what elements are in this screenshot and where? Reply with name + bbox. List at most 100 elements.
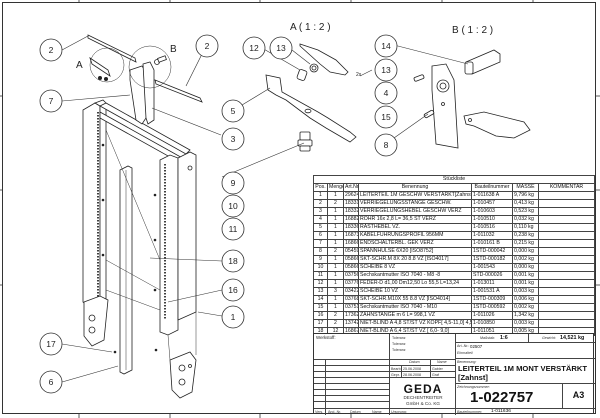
svg-text:8: 8 (384, 140, 389, 150)
svg-text:18: 18 (228, 256, 238, 266)
cell-art: 16873 (343, 231, 359, 240)
cell-qty: 1 (327, 279, 344, 288)
balloon-11[interactable]: 11 (221, 217, 245, 241)
cell-comment (537, 207, 596, 216)
cell-mass: 0,000 kg (512, 263, 539, 272)
balloon-2-left[interactable]: 2 (39, 38, 63, 62)
cell-art: 13742 (343, 319, 359, 328)
cell-qty: 1 (327, 223, 344, 232)
cell-part: STD-000026 (471, 271, 513, 280)
cell-pos: 4 (313, 215, 328, 224)
gepr-name: Graf (432, 372, 439, 377)
cell-pos: 16 (313, 311, 328, 320)
cell-part: 1-010457 (471, 199, 513, 208)
balloon-4[interactable]: 4 (374, 81, 398, 105)
material-revision-area: Werkstoff: Vers. Änd.-Nr. Datum Name (314, 334, 390, 415)
balloon-9[interactable]: 9 (221, 171, 245, 195)
balloon-7[interactable]: 7 (39, 89, 63, 113)
cell-mass: 0,032 kg (512, 215, 539, 224)
cell-art: 03776 (343, 279, 359, 288)
cell-qty: 1 (327, 255, 344, 264)
cell-part: 1STD-000182 (471, 255, 513, 264)
svg-text:12: 12 (249, 43, 259, 53)
cell-art: 05459 (343, 247, 359, 256)
balloon-6[interactable]: 6 (39, 370, 63, 394)
cell-mass: 0,413 kg (512, 199, 539, 208)
balloon-1[interactable]: 1 (221, 305, 245, 329)
toleranz-label-3: Toleranz (392, 348, 406, 352)
balloon-3[interactable]: 3 (221, 127, 245, 151)
balloon-8[interactable]: 8 (374, 133, 398, 157)
balloon-12[interactable]: 12 (242, 36, 266, 60)
detail-view-b: B ( 1 : 2 ) (413, 25, 531, 149)
cell-pos: 13 (313, 287, 328, 296)
cell-name: SCHEIBE 8 VZ (358, 263, 472, 272)
cell-mass: 0,110 kg (512, 223, 539, 232)
parts-list-header-row: Pos. Menge Art.Nr. Benennung Bauteilnumm… (313, 183, 596, 192)
cell-mass: 0,001 kg (512, 279, 539, 288)
cell-comment (537, 255, 596, 264)
balloon-17[interactable]: 17 (39, 332, 63, 356)
cell-part: 1-001543 (471, 263, 513, 272)
cell-qty: 1 (327, 303, 344, 312)
svg-text:5: 5 (231, 106, 236, 116)
cell-pos: 5 (313, 223, 328, 232)
cell-comment (537, 191, 596, 200)
cell-pos: 6 (313, 231, 328, 240)
balloon-18[interactable]: 18 (221, 249, 245, 273)
balloon-13-a[interactable]: 13 (269, 36, 293, 60)
balloon-14[interactable]: 14 (374, 34, 398, 58)
cell-name: VERRIEGELUNGSSTANGE GESCHW. (358, 199, 472, 208)
parts-list-title: Stückliste (312, 175, 596, 184)
detail-view-a: A ( 1 : 2 ) 2x (265, 22, 362, 152)
balloon-13-b[interactable]: 13 (374, 58, 398, 82)
cell-name: SPANNHÜLSE 6X20 [ISO8752] (358, 247, 472, 256)
bauteilnummer-value: 1-011636 (491, 408, 511, 414)
balloon-16[interactable]: 16 (221, 278, 245, 302)
cell-name: ROHR 16x 2,8 L= 36,5 ST VERZ (358, 215, 472, 224)
cell-pos: 11 (313, 271, 328, 280)
bauteilnummer-label: Bauteilnummer: (457, 409, 483, 414)
cell-mass: 0,002 kg (512, 255, 539, 264)
balloon-2-right[interactable]: 2 (195, 34, 219, 58)
svg-text:2: 2 (205, 41, 210, 51)
cell-mass: 0,002 kg (512, 303, 539, 312)
balloon-5[interactable]: 5 (221, 99, 245, 123)
cell-art: 16882 (343, 215, 359, 224)
balloon-10[interactable]: 10 (221, 194, 245, 218)
cell-art: 03751 (343, 303, 359, 312)
cell-mass: 0,003 kg (512, 319, 539, 328)
svg-text:14: 14 (381, 41, 391, 51)
detail-b-title: B ( 1 : 2 ) (452, 25, 493, 36)
cell-part: 1-011032 (471, 231, 513, 240)
cell-part: 1-001531 A (471, 287, 513, 296)
title-block: Werkstoff: Vers. Änd.-Nr. Datum Name Tol… (313, 333, 595, 415)
cell-qty: 3 (327, 287, 344, 296)
cell-name: SKT-SCHR.M 8X 20 8.8 VZ [ISO4017] (358, 255, 472, 264)
locking-mechanism (87, 34, 203, 125)
cell-comment (537, 271, 596, 280)
detail-circle-b (128, 45, 172, 89)
balloon-15[interactable]: 15 (374, 105, 398, 129)
toleranz-label-2: Toleranz (392, 342, 406, 346)
bearb-name: Gabler (432, 366, 443, 371)
artnr-value: 02507 (470, 343, 483, 349)
cell-art: 17362 (343, 311, 359, 320)
cell-part: 1-010850 (471, 319, 513, 328)
datum-header: Datum (409, 360, 420, 364)
leader-lines (61, 35, 469, 383)
cell-comment (537, 247, 596, 256)
view-label-a: A (76, 60, 83, 71)
cell-qty: 1 (327, 271, 344, 280)
svg-text:4: 4 (384, 88, 389, 98)
cell-comment (537, 311, 596, 320)
svg-text:13: 13 (381, 65, 391, 75)
